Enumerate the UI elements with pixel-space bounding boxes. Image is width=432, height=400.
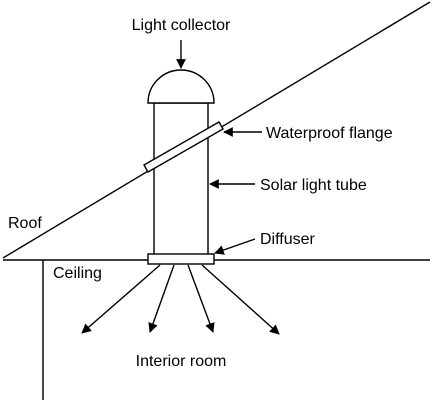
solar-light-tube bbox=[153, 102, 209, 256]
diffuser-label: Diffuser bbox=[260, 231, 316, 248]
diffuser bbox=[147, 253, 215, 265]
roof-label: Roof bbox=[8, 215, 42, 232]
solar-light-tube-label: Solar light tube bbox=[260, 177, 367, 194]
ceiling-label: Ceiling bbox=[53, 265, 102, 282]
light-ray bbox=[81, 264, 161, 334]
diffuser-arrow bbox=[214, 238, 256, 255]
light-collector-label: Light collector bbox=[132, 17, 231, 34]
interior-room-label: Interior room bbox=[136, 353, 227, 370]
light-ray bbox=[148, 264, 175, 333]
light-collector-dome bbox=[147, 69, 215, 104]
light-ray bbox=[201, 264, 280, 335]
light-ray bbox=[187, 264, 215, 333]
waterproof-flange-label: Waterproof flange bbox=[266, 125, 393, 142]
waterproof-flange bbox=[143, 121, 224, 173]
